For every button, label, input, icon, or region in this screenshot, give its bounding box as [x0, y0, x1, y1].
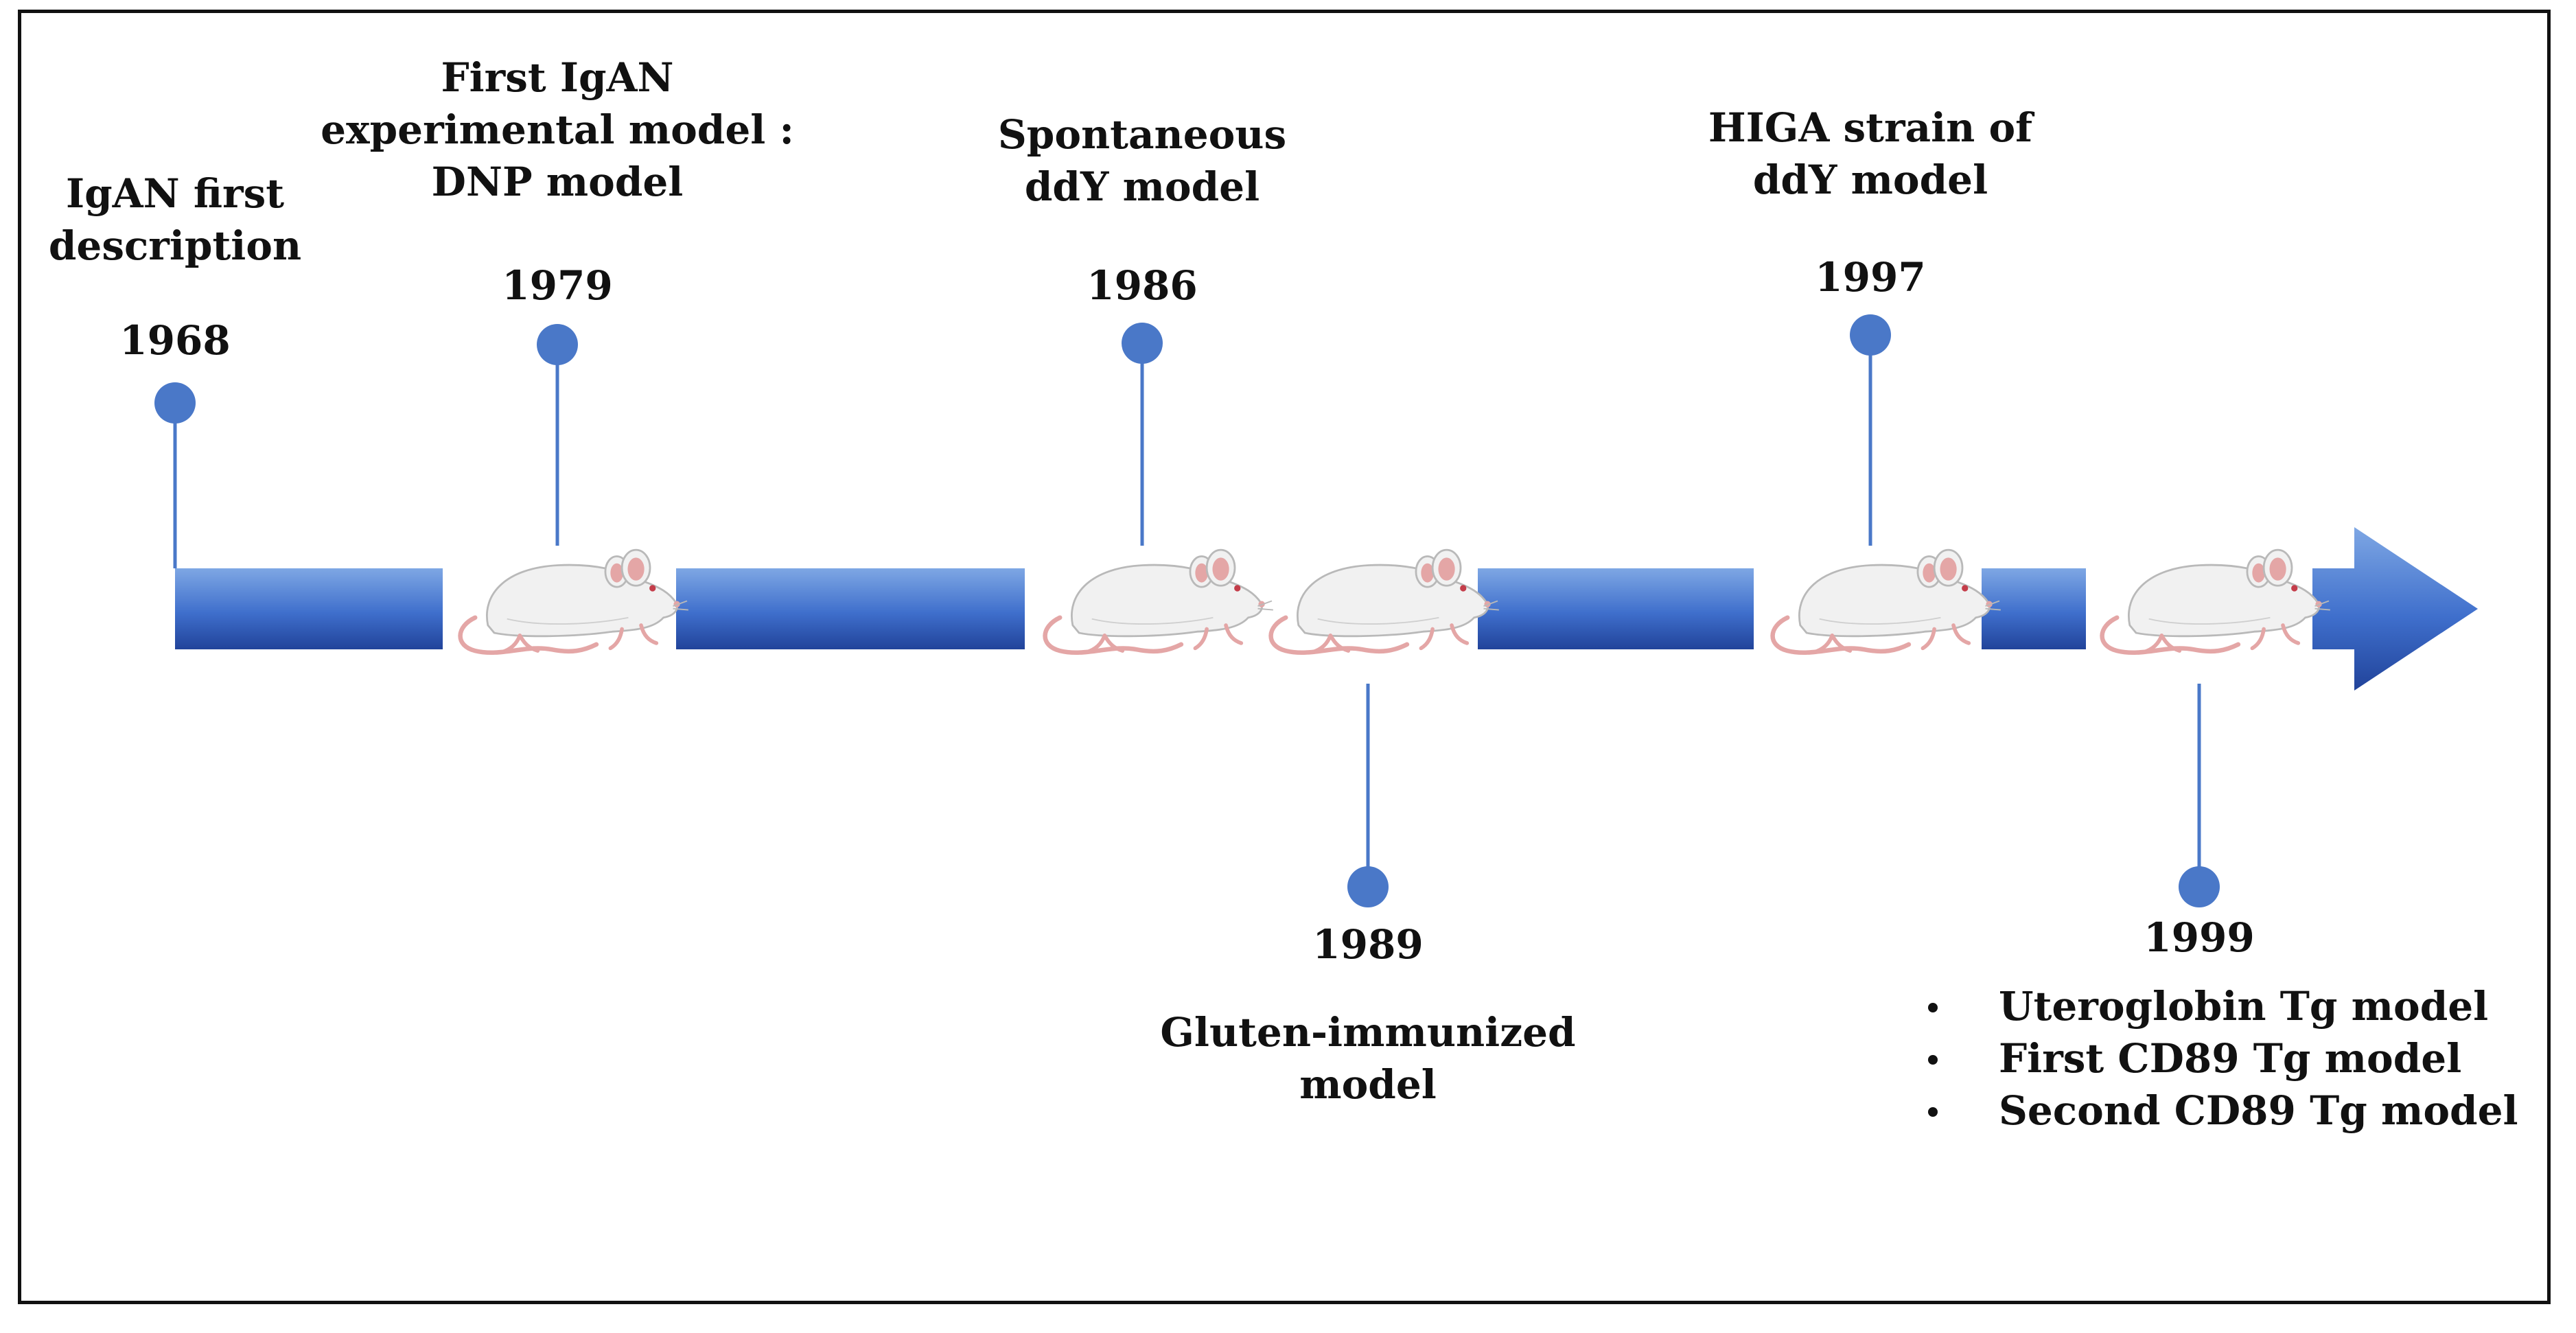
arrow-right-icon	[2312, 527, 2478, 691]
mouse-icon	[1773, 550, 2001, 653]
diagram-frame	[18, 10, 2551, 1304]
timeline-bar-segment	[1478, 568, 1754, 649]
mouse-icon	[461, 550, 688, 653]
event-year: 1997	[1815, 254, 1925, 301]
circle-pin-icon	[2179, 866, 2220, 907]
labels-layer: 1968 IgAN first description 1979 First IgAN e…	[49, 54, 2518, 1134]
event-year: 1989	[1312, 921, 1423, 968]
event-label-line: description	[49, 222, 301, 269]
circle-pin-icon	[1122, 323, 1163, 364]
timeline-bar-segment	[676, 568, 1025, 649]
circle-pin-icon	[1347, 866, 1389, 907]
mouse-icon	[2102, 550, 2330, 653]
event-label-line: model	[1299, 1061, 1437, 1108]
pins-layer	[154, 314, 2220, 907]
event-year: 1986	[1087, 262, 1197, 309]
event-label-line: HIGA strain of	[1708, 104, 2035, 151]
event-label-line: First IgAN	[441, 54, 673, 101]
event-label-line: Spontaneous	[998, 111, 1286, 158]
event-year: 1979	[502, 262, 612, 309]
event-year: 1968	[119, 317, 230, 364]
bullet-icon	[1928, 1107, 1938, 1117]
timeline-bar	[175, 527, 2478, 691]
event-label-line: DNP model	[432, 159, 684, 205]
circle-pin-icon	[154, 382, 196, 424]
bullet-icon	[1928, 1055, 1938, 1065]
bullet-icon	[1928, 1003, 1938, 1012]
mouse-icon	[1271, 550, 1499, 653]
event-label-line: ddY model	[1753, 157, 1988, 203]
event-bullet-text: Uteroglobin Tg model	[1999, 983, 2488, 1030]
event-label-line: experimental model :	[321, 106, 794, 153]
event-label-line: Gluten-immunized	[1160, 1009, 1575, 1056]
timeline-bar-segment	[1982, 568, 2086, 649]
event-bullet-text: Second CD89 Tg model	[1999, 1087, 2518, 1134]
circle-pin-icon	[537, 324, 578, 365]
event-bullet-text: First CD89 Tg model	[1999, 1035, 2461, 1082]
event-year: 1999	[2144, 914, 2254, 961]
circle-pin-icon	[1850, 314, 1891, 356]
mouse-icon	[1045, 550, 1273, 653]
timeline-bar-segment	[175, 568, 443, 649]
event-label-line: ddY model	[1025, 163, 1260, 210]
event-label-line: IgAN first	[66, 170, 284, 217]
